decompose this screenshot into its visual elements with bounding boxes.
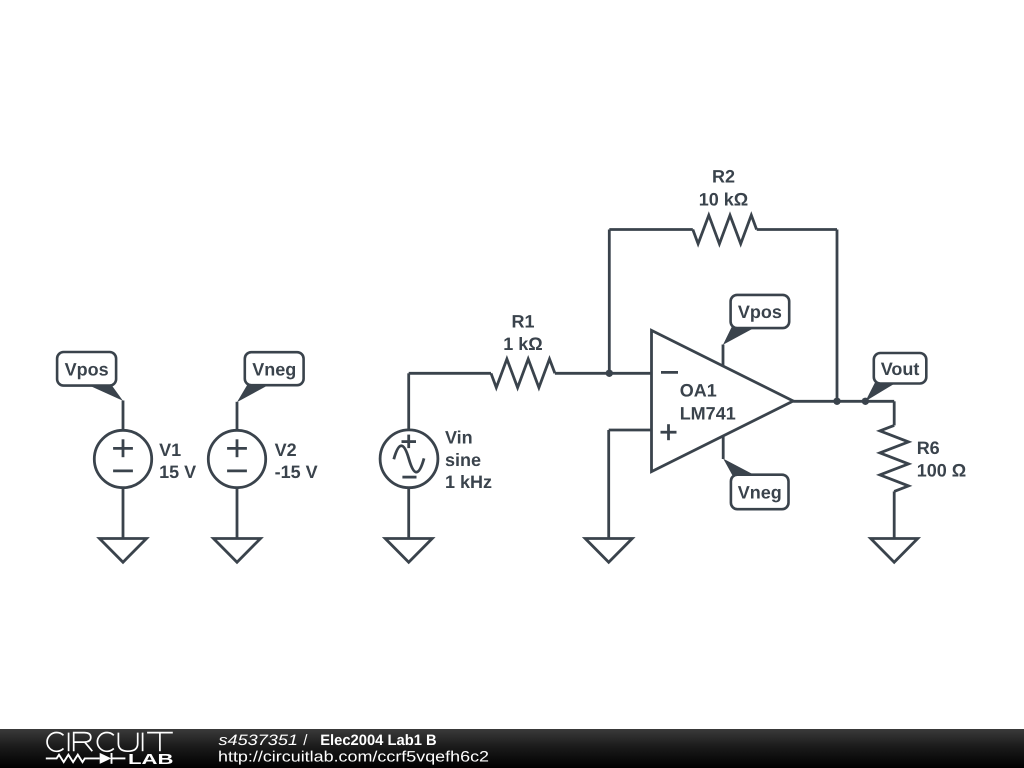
svg-text:R2: R2 <box>712 167 735 187</box>
svg-text:1 kHz: 1 kHz <box>445 472 492 492</box>
svg-text:Vin: Vin <box>445 428 473 448</box>
svg-text:Vout: Vout <box>881 359 920 379</box>
svg-text:10 kΩ: 10 kΩ <box>699 189 748 209</box>
svg-text:100 Ω: 100 Ω <box>917 460 966 480</box>
svg-text:LM741: LM741 <box>680 404 736 424</box>
svg-text:Vneg: Vneg <box>252 359 296 379</box>
svg-text:-15 V: -15 V <box>275 462 318 482</box>
svg-text:LAB: LAB <box>128 752 174 768</box>
svg-text:sine: sine <box>445 450 481 470</box>
svg-text:OA1: OA1 <box>680 380 717 400</box>
svg-text:R6: R6 <box>917 438 940 458</box>
svg-text:V1: V1 <box>159 440 181 460</box>
svg-text:15 V: 15 V <box>159 462 196 482</box>
svg-text:Elec2004 Lab1 B: Elec2004 Lab1 B <box>320 732 437 749</box>
svg-text:Vneg: Vneg <box>738 483 782 503</box>
svg-text:R1: R1 <box>511 312 534 332</box>
svg-text:s4537351: s4537351 <box>219 732 299 749</box>
svg-text:/: / <box>303 732 308 749</box>
svg-text:http://circuitlab.com/ccrf5vqe: http://circuitlab.com/ccrf5vqefh6c2 <box>218 749 489 766</box>
svg-text:V2: V2 <box>275 440 297 460</box>
svg-text:Vpos: Vpos <box>65 359 109 379</box>
svg-text:Vpos: Vpos <box>738 302 782 322</box>
svg-text:1 kΩ: 1 kΩ <box>503 334 542 354</box>
